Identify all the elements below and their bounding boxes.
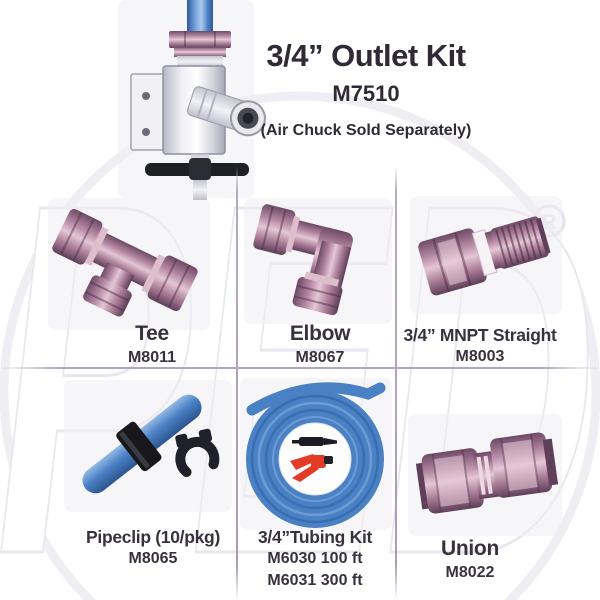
elbow-fitting-image bbox=[253, 204, 353, 315]
product-model: M8067 bbox=[295, 349, 345, 367]
union-fitting-image bbox=[415, 432, 559, 514]
elbow-label: Elbow M8067 bbox=[240, 322, 400, 369]
title-block: 3/4” Outlet Kit M7510 (Air Chuck Sold Se… bbox=[230, 38, 502, 140]
bracket-screw-hole-top bbox=[142, 92, 150, 100]
availability-note: (Air Chuck Sold Separately) bbox=[260, 122, 472, 139]
grid-divider-vertical-left bbox=[236, 166, 238, 600]
kit-title: 3/4” Outlet Kit bbox=[266, 38, 466, 73]
pipeclip-band bbox=[116, 421, 162, 472]
grid-divider-horizontal bbox=[0, 367, 600, 369]
tee-fitting-image bbox=[52, 208, 198, 317]
compression-fitting bbox=[169, 31, 231, 67]
outlet-port bbox=[187, 86, 266, 137]
product-name: Elbow bbox=[289, 322, 351, 345]
blue-tube bbox=[187, 0, 213, 34]
bracket-screw-hole-bottom bbox=[142, 128, 150, 136]
pipeclip-image bbox=[82, 394, 220, 494]
product-model: M8003 bbox=[455, 348, 505, 366]
grid-divider-vertical-right bbox=[395, 166, 397, 600]
pipeclip-clip bbox=[175, 428, 220, 478]
watermark-text: PED bbox=[0, 99, 596, 600]
product-model-100ft: M6030 100 ft bbox=[267, 550, 363, 568]
tubing-cutter-tool bbox=[290, 454, 333, 482]
tee-label: Tee M8011 bbox=[72, 322, 232, 369]
pipeclip-label: Pipeclip (10/pkg) M8065 bbox=[63, 528, 243, 570]
straight-label: 3/4” MNPT Straight M8003 bbox=[396, 326, 564, 368]
tubing-kit-label: 3/4”Tubing Kit M6030 100 ft M6031 300 ft bbox=[225, 528, 405, 592]
product-model-300ft: M6031 300 ft bbox=[267, 571, 363, 589]
tubing-kit-image bbox=[246, 382, 386, 528]
product-name: 3/4” MNPT Straight bbox=[403, 325, 557, 345]
product-name: Tee bbox=[135, 322, 169, 345]
product-model: M8022 bbox=[445, 564, 495, 582]
product-name: 3/4”Tubing Kit bbox=[257, 527, 373, 547]
product-model: M8065 bbox=[128, 550, 178, 568]
watermark-swoosh bbox=[0, 91, 600, 600]
product-name: Pipeclip (10/pkg) bbox=[86, 527, 220, 547]
tubing-tail bbox=[246, 382, 386, 416]
kit-model-number: M7510 bbox=[332, 81, 400, 106]
ball-valve bbox=[145, 158, 249, 180]
drop-pipe bbox=[193, 180, 207, 200]
product-model: M8011 bbox=[127, 349, 177, 367]
tubing-insert-tool bbox=[292, 437, 337, 446]
outlet-assembly-image bbox=[130, 0, 266, 200]
product-name: Union bbox=[441, 537, 499, 560]
mounting-bracket bbox=[130, 73, 166, 151]
union-label: Union M8022 bbox=[390, 537, 550, 584]
mnpt-straight-fitting-image bbox=[418, 216, 551, 296]
